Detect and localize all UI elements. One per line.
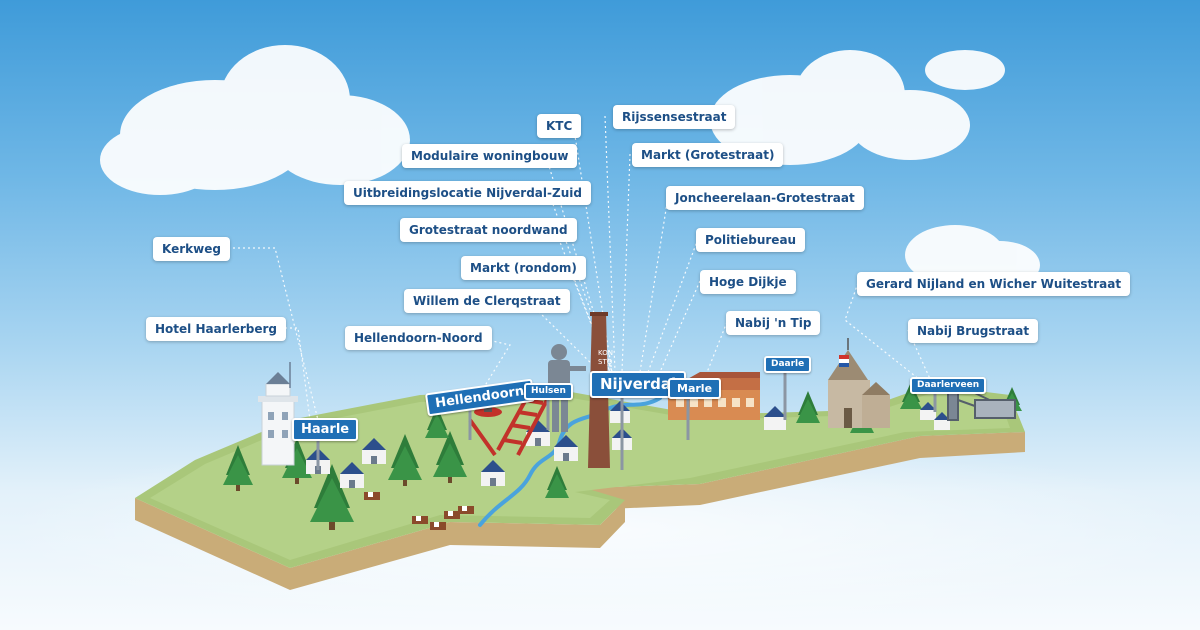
cow [364,492,380,500]
chimney-text-1: KON [598,349,613,357]
location-marker-joncheerelaan[interactable]: Joncheerelaan-Grotestraat [666,186,864,210]
cows [364,492,474,530]
location-marker-hellendoorn-noord[interactable]: Hellendoorn-Noord [345,326,492,350]
place-sign-hulsen: Hulsen [524,383,573,400]
location-marker-rijssensestraat[interactable]: Rijssensestraat [613,105,736,129]
house [934,412,950,430]
house [481,460,505,486]
house [920,402,936,420]
house [554,435,578,461]
houses [306,401,950,488]
location-marker-hotel-haarlerberg[interactable]: Hotel Haarlerberg [146,317,287,341]
location-marker-politiebureau[interactable]: Politiebureau [696,228,806,252]
house [340,462,364,488]
place-sign-haarle: Haarle [292,418,359,441]
cow [444,511,460,519]
location-marker-grotestraat-noordwand[interactable]: Grotestraat noordwand [400,218,577,242]
tree [545,466,569,498]
location-marker-hoge-dijkje[interactable]: Hoge Dijkje [700,270,796,294]
house [764,406,786,430]
cow [458,506,474,514]
tree [425,406,449,438]
place-sign-daarlerveen: Daarlerveen [910,377,987,394]
trees [223,382,1022,530]
house [610,401,630,423]
tree [310,464,354,530]
location-marker-willem-de-clerqstraat[interactable]: Willem de Clerqstraat [404,289,570,313]
location-marker-uitbreidingslocatie[interactable]: Uitbreidingslocatie Nijverdal-Zuid [344,181,591,205]
cow [430,522,446,530]
cloud-left [100,45,410,195]
place-sign-daarle: Daarle [764,356,812,373]
place-sign-nijverdal: Nijverdal [590,371,687,398]
place-sign-marle: Marle [668,378,722,399]
lift-bridge [947,379,1016,421]
location-marker-kerkweg[interactable]: Kerkweg [153,237,230,261]
chimney-text-2: STO [598,358,613,366]
house [362,438,386,464]
tree [796,391,820,423]
tree [433,431,467,483]
location-marker-markt-grotestraat[interactable]: Markt (Grotestraat) [632,143,784,167]
tree [388,434,422,486]
location-marker-gerard-nijland[interactable]: Gerard Nijland en Wicher Wuitestraat [857,272,1131,296]
clouds [100,45,1040,289]
location-marker-nabij-n-tip[interactable]: Nabij 'n Tip [726,311,821,335]
hotel-tower [258,362,298,466]
cloud-right [710,50,1005,165]
location-marker-nabij-brugstraat[interactable]: Nabij Brugstraat [908,319,1039,343]
red-ladder-structure [468,391,550,457]
location-marker-ktc[interactable]: KTC [537,114,582,138]
church [828,338,890,428]
location-marker-modulaire-woningbouw[interactable]: Modulaire woningbouw [402,144,578,168]
cow [412,516,428,524]
location-marker-markt-rondom[interactable]: Markt (rondom) [461,256,586,280]
tree [223,445,253,491]
